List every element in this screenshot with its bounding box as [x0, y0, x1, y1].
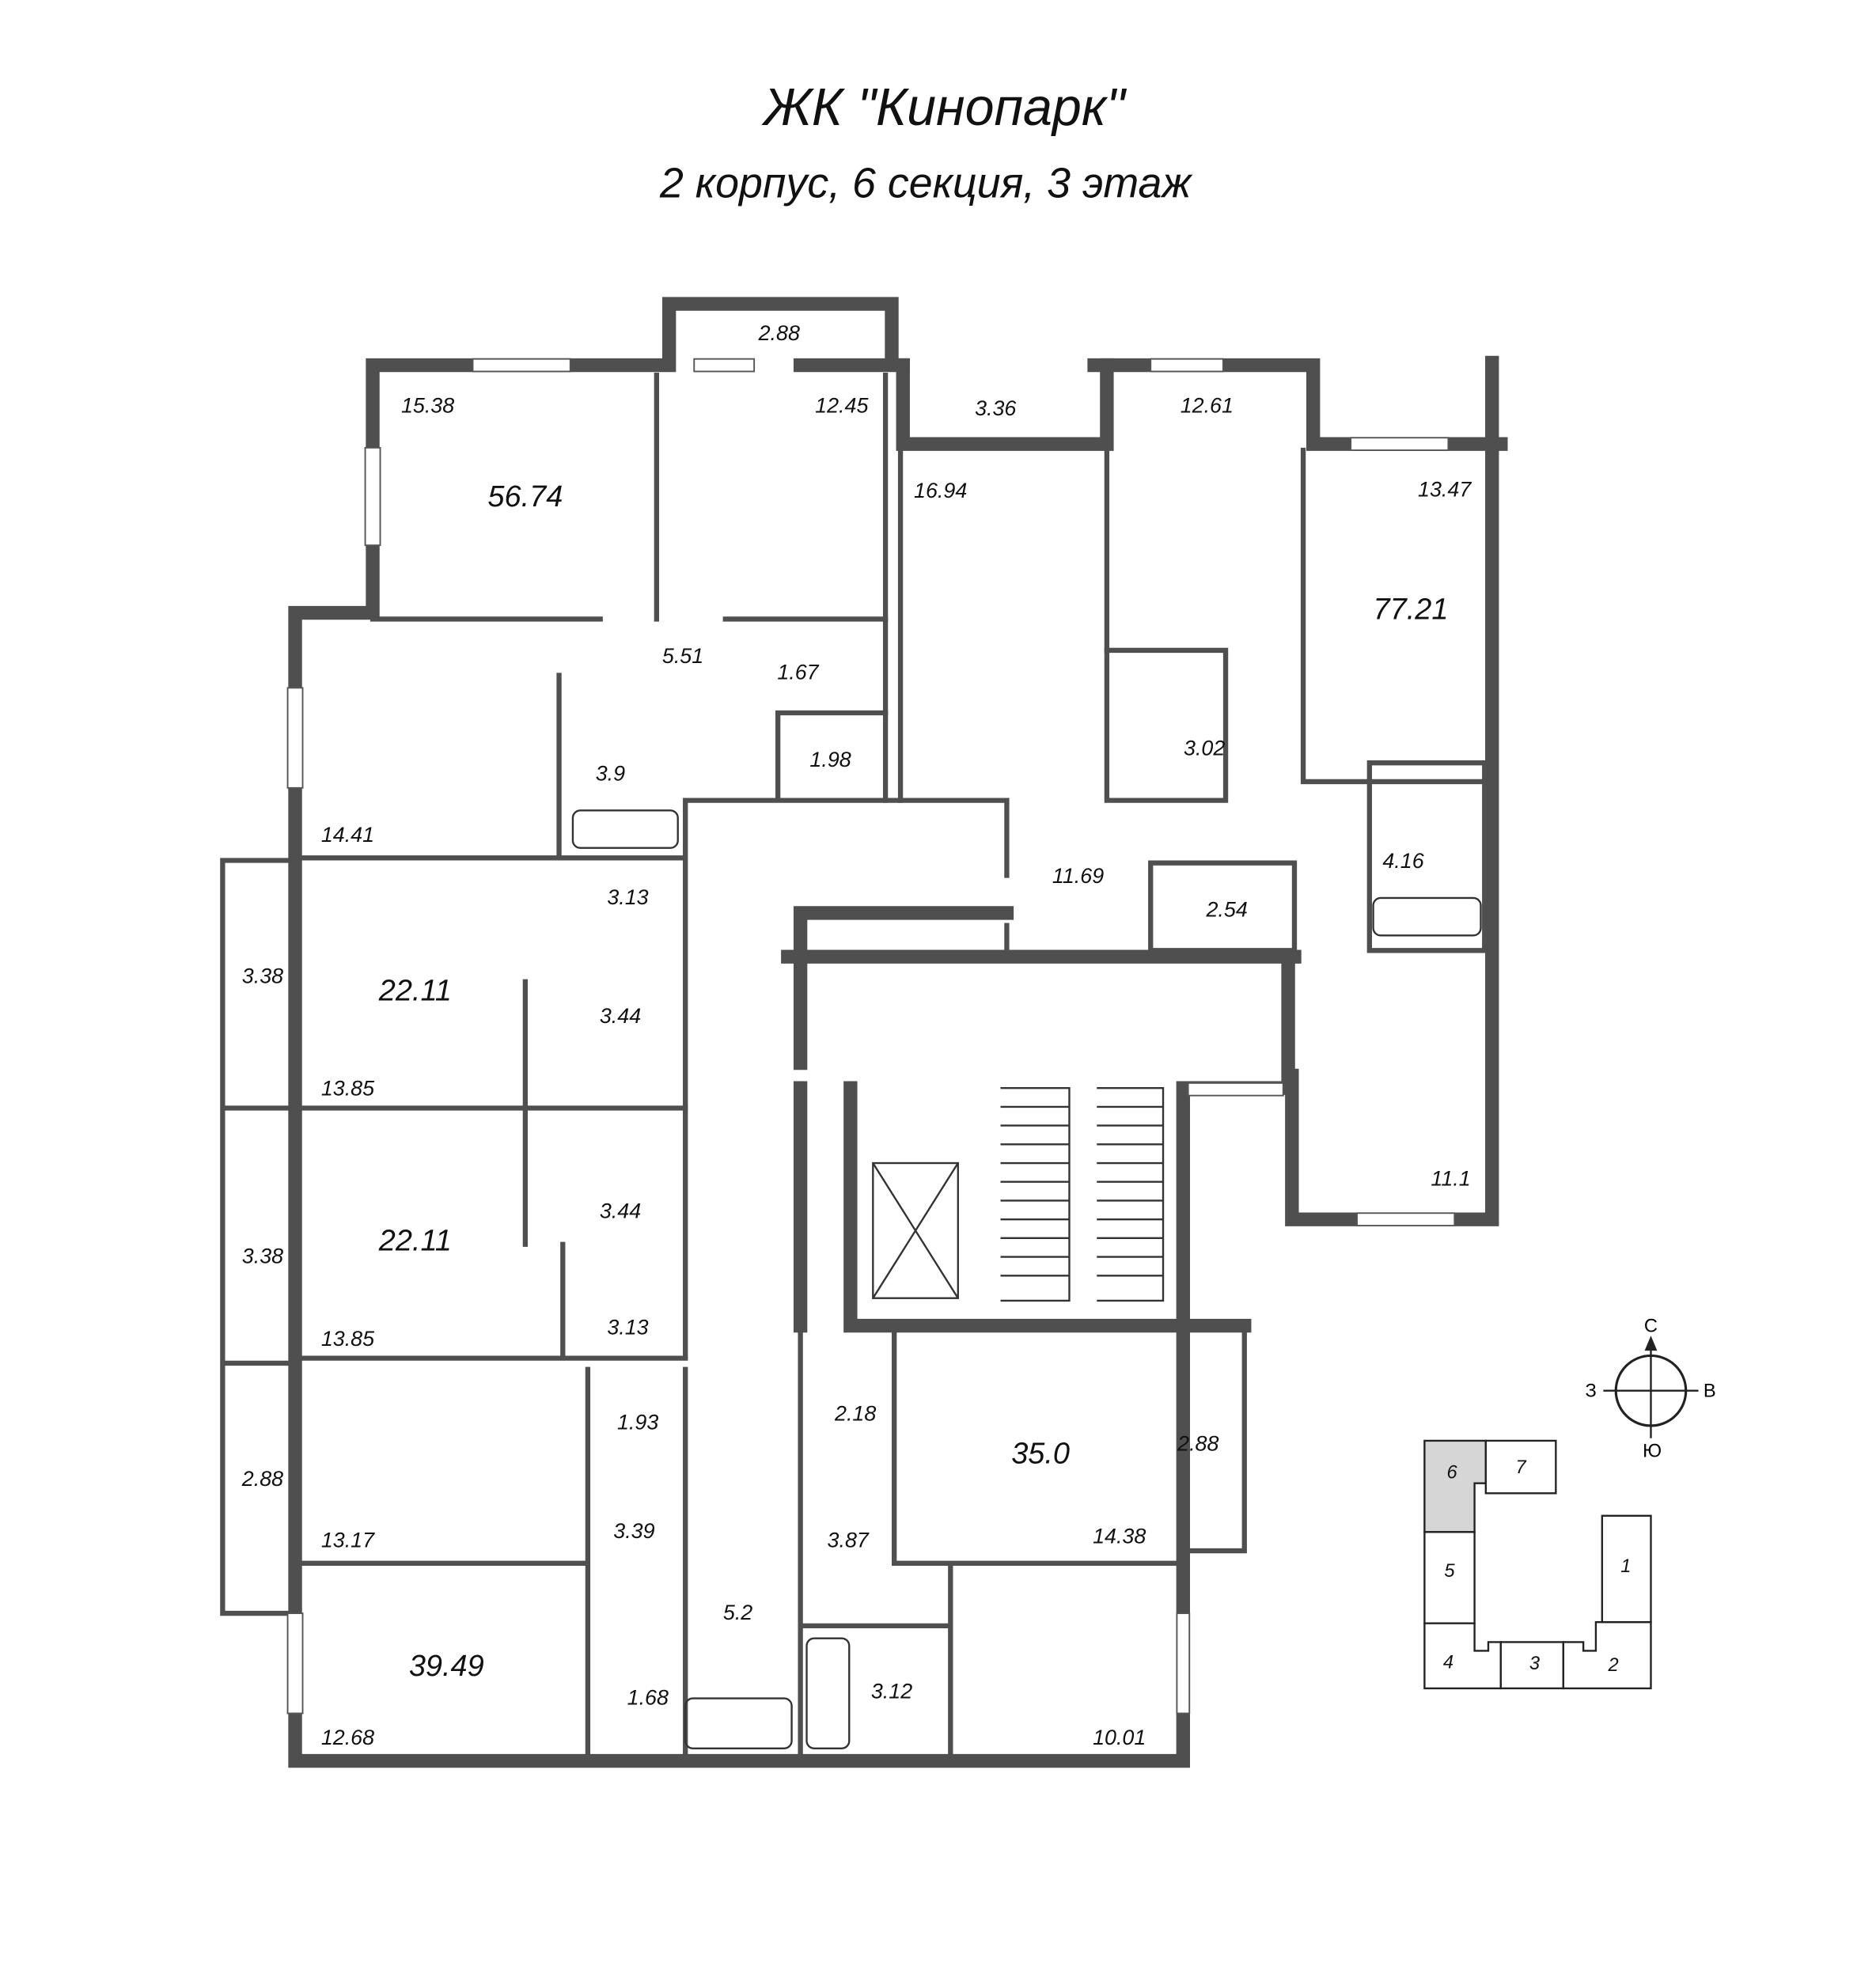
room-area: 3.9 [596, 761, 625, 785]
room-area: 3.36 [975, 396, 1016, 420]
keyplan-section-7 [1484, 1439, 1557, 1495]
keyplan-label: 3 [1529, 1654, 1540, 1674]
room-area: 1.93 [617, 1411, 658, 1434]
apartment-area: 35.0 [1011, 1437, 1070, 1470]
room-area: 2.18 [834, 1402, 876, 1426]
keyplan-label: 2 [1607, 1655, 1618, 1676]
keyplan-label: 7 [1515, 1457, 1526, 1478]
room-area: 3.02 [1184, 737, 1225, 760]
apartment-area: 39.49 [409, 1650, 484, 1683]
keyplan-section-6 [1423, 1439, 1488, 1533]
keyplan-label: 5 [1444, 1561, 1455, 1582]
keyplan-label: 6 [1447, 1462, 1458, 1483]
elevator [872, 1161, 959, 1299]
room-area: 11.69 [1052, 864, 1104, 888]
room-area: 5.2 [723, 1601, 752, 1624]
room-area: 3.38 [242, 1244, 283, 1268]
apartment-area: 56.74 [487, 480, 563, 513]
room-area: 2.88 [241, 1467, 283, 1491]
room-area: 3.87 [828, 1528, 870, 1552]
room-area: 4.16 [1382, 849, 1423, 873]
compass-west: З [1585, 1381, 1596, 1402]
compass: С Ю З В [1585, 1316, 1715, 1461]
room-area: 12.61 [1181, 394, 1234, 418]
room-labels: 15.38 56.74 2.88 12.45 3.36 12.61 16.94 … [241, 321, 1472, 1749]
room-area: 3.44 [600, 1199, 641, 1223]
windows [286, 358, 1456, 1715]
room-area: 11.1 [1431, 1166, 1470, 1190]
room-area: 3.39 [613, 1519, 654, 1543]
room-area: 12.45 [815, 394, 868, 418]
compass-south: Ю [1643, 1441, 1662, 1461]
room-area: 2.88 [758, 321, 800, 345]
apartment-area: 22.11 [378, 975, 452, 1008]
room-area: 14.41 [321, 823, 374, 847]
room-area: 13.85 [321, 1077, 374, 1101]
room-area: 5.51 [662, 644, 703, 668]
room-area: 12.68 [321, 1726, 374, 1749]
room-area: 3.13 [607, 1316, 648, 1340]
apartment-area: 22.11 [378, 1225, 452, 1258]
keyplan-label: 1 [1620, 1556, 1631, 1577]
keyplan-label: 4 [1443, 1653, 1453, 1673]
room-area: 10.01 [1093, 1726, 1146, 1749]
keyplan-section-1 [1601, 1514, 1652, 1624]
room-area: 3.12 [871, 1680, 912, 1703]
compass-east: В [1704, 1381, 1716, 1402]
room-area: 1.98 [809, 748, 851, 771]
keyplan-section-2 [1562, 1620, 1652, 1690]
room-area: 2.88 [1177, 1432, 1218, 1456]
room-area: 3.38 [242, 964, 283, 987]
room-area: 16.94 [914, 479, 967, 502]
keyplan-section-4 [1423, 1622, 1502, 1690]
stairs [1000, 1087, 1165, 1302]
interior-walls [292, 373, 1491, 1766]
room-area: 3.13 [607, 885, 648, 909]
room-area: 13.85 [321, 1327, 374, 1351]
page-title: ЖК "Кинопарк" [761, 78, 1127, 137]
room-area: 13.47 [1418, 478, 1472, 502]
room-area: 13.17 [321, 1528, 375, 1552]
room-area: 2.54 [1205, 898, 1247, 922]
room-area: 3.44 [600, 1004, 641, 1028]
north-arrow-icon [1644, 1336, 1658, 1351]
apartment-area: 77.21 [1374, 593, 1449, 626]
room-area: 15.38 [401, 394, 454, 418]
page-subtitle: 2 корпус, 6 секция, 3 этаж [659, 160, 1193, 207]
section-keyplan: 6 7 5 4 3 2 1 [1423, 1439, 1652, 1690]
bathtubs [571, 809, 1482, 1749]
room-area: 1.67 [777, 660, 819, 684]
room-area: 14.38 [1093, 1525, 1146, 1548]
compass-north: С [1644, 1316, 1658, 1336]
room-area: 1.68 [627, 1685, 669, 1709]
